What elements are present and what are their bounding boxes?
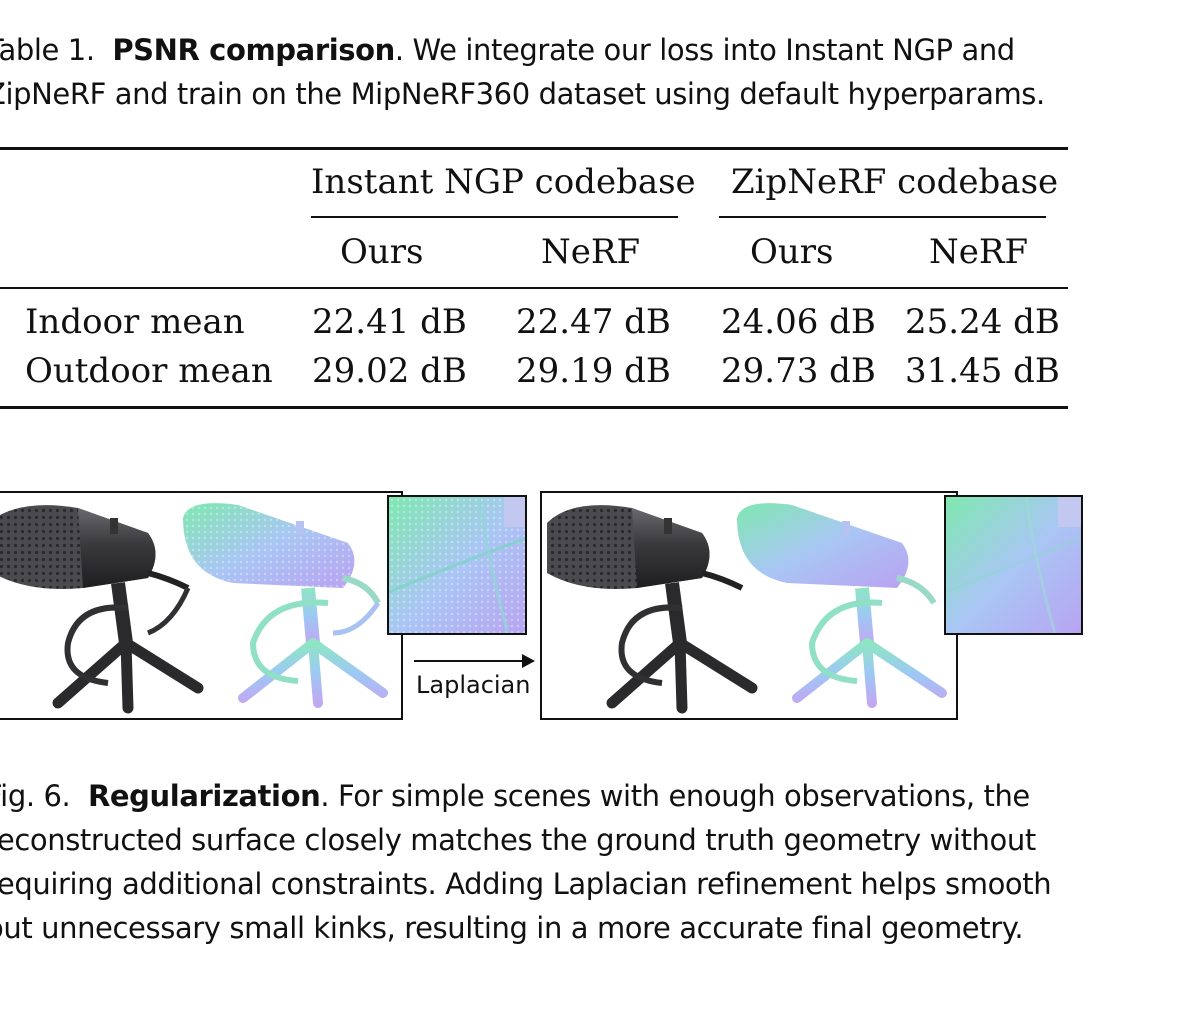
mic-photo-after <box>547 505 758 714</box>
figure-caption-line4: out unnecessary small kinks, resulting i… <box>0 911 1024 945</box>
cell-indoor-ngp-ours: 22.41 dB <box>312 302 467 342</box>
mic-normal-before <box>183 503 388 708</box>
panel-before <box>0 491 403 720</box>
row-label-indoor: Indoor mean <box>25 302 245 342</box>
figure-caption: Fig. 6. Regularization. For simple scene… <box>0 774 1096 950</box>
cell-indoor-ngp-nerf: 22.47 dB <box>516 302 671 342</box>
cell-indoor-zip-nerf: 25.24 dB <box>905 302 1060 342</box>
zoom-inset-after <box>944 495 1083 635</box>
group-rule-instant-ngp <box>311 216 678 218</box>
figure-caption-prefix: Fig. 6. <box>0 779 71 813</box>
cell-outdoor-zip-nerf: 31.45 dB <box>905 351 1060 391</box>
psnr-table: Instant NGP codebase ZipNeRF codebase Ou… <box>0 0 1200 440</box>
laplacian-label: Laplacian <box>416 671 531 699</box>
row-label-outdoor: Outdoor mean <box>25 351 273 391</box>
table-caption: Table 1. PSNR comparison. We integrate o… <box>0 28 1096 116</box>
group-rule-zipnerf <box>719 216 1046 218</box>
mic-photo-before <box>0 505 204 714</box>
table-bottom-rule <box>0 406 1068 409</box>
group-header-instant-ngp: Instant NGP codebase <box>311 162 696 202</box>
table-caption-line2: ZipNeRF and train on the MipNeRF360 data… <box>0 77 1045 111</box>
table-top-rule <box>0 147 1068 150</box>
table-mid-rule <box>0 287 1068 289</box>
group-header-zipnerf: ZipNeRF codebase <box>731 162 1059 202</box>
figure-caption-bold: Regularization <box>87 779 321 813</box>
subheader-zip-nerf: NeRF <box>929 232 1029 272</box>
table-caption-bold: PSNR comparison <box>112 33 395 67</box>
cell-outdoor-zip-ours: 29.73 dB <box>721 351 876 391</box>
figure-caption-line3: requiring additional constraints. Adding… <box>0 867 1052 901</box>
table-caption-prefix: Table 1. <box>0 33 95 67</box>
figure-caption-line1: . For simple scenes with enough observat… <box>320 779 1030 813</box>
mic-normal-after <box>737 503 947 708</box>
figure-caption-line2: reconstructed surface closely matches th… <box>0 823 1036 857</box>
cell-indoor-zip-ours: 24.06 dB <box>721 302 876 342</box>
zoom-inset-before <box>387 495 527 635</box>
panel-after <box>540 491 958 720</box>
subheader-zip-ours: Ours <box>750 232 834 272</box>
cell-outdoor-ngp-nerf: 29.19 dB <box>516 351 671 391</box>
subheader-ngp-ours: Ours <box>340 232 424 272</box>
table-caption-line1: . We integrate our loss into Instant NGP… <box>394 33 1015 67</box>
cell-outdoor-ngp-ours: 29.02 dB <box>312 351 467 391</box>
laplacian-arrow <box>412 651 537 671</box>
subheader-ngp-nerf: NeRF <box>541 232 641 272</box>
